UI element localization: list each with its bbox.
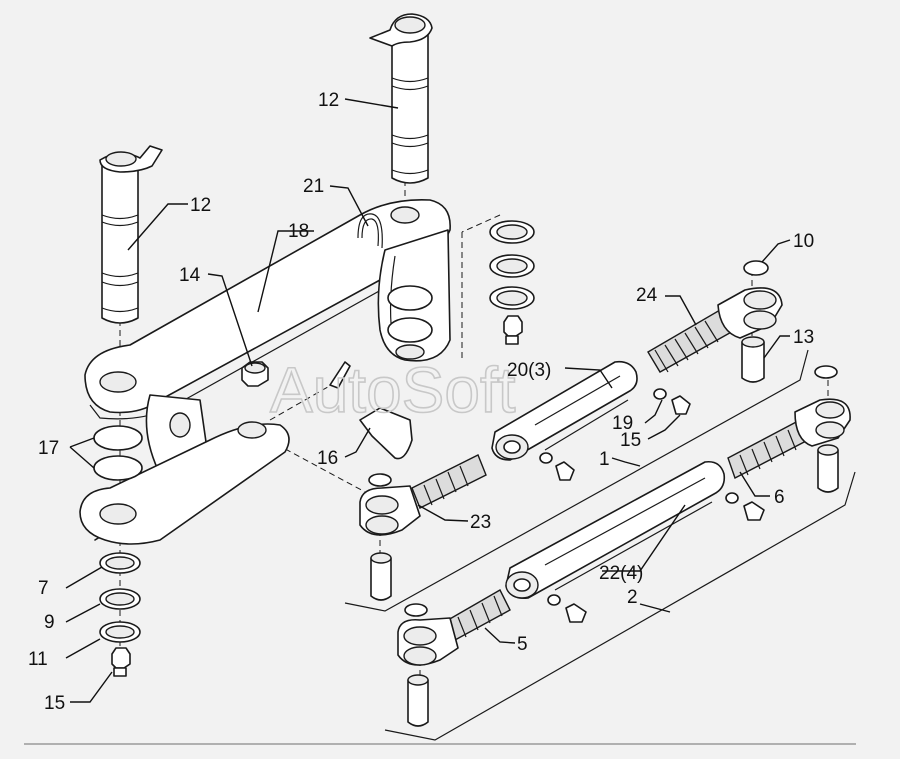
nut-14 [241,361,269,387]
assembly-brackets [344,349,856,741]
callout-7: 7 [38,578,49,599]
rings-right-lug [387,285,433,360]
callout-15-right: 15 [620,430,641,451]
clip-21 [357,213,383,249]
rings-17 [93,425,143,481]
callout-2: 2 [627,587,638,608]
callout-9: 9 [44,612,55,633]
callout-10: 10 [793,231,814,252]
callout-18: 18 [288,221,309,242]
pin-12-left [99,145,163,324]
callout-12-left: 12 [190,195,211,216]
stack-left-bottom [99,552,141,677]
callout-6: 6 [774,487,785,508]
tie-rod-end-23 [359,454,487,601]
callout-23: 23 [470,512,491,533]
callout-1: 1 [599,449,610,470]
callout-15-left: 15 [44,693,65,714]
callout-12-top: 12 [318,90,339,111]
callout-19: 19 [612,413,633,434]
callout-21: 21 [303,176,324,197]
callout-20: 20(3) [507,360,551,381]
callout-labels: 12 12 21 18 14 17 16 23 7 9 11 15 5 22(4… [28,90,814,714]
callout-11: 11 [28,649,48,670]
callout-16: 16 [317,448,338,469]
callout-17: 17 [38,438,59,459]
callout-5: 5 [517,634,528,655]
pin-12-top [369,13,433,184]
tie-rod-upper [491,260,783,481]
callout-24: 24 [636,285,658,306]
tie-rod-lower [397,460,765,727]
watermark: AutoSoft [270,354,516,426]
tie-rod-end-6 [727,365,851,493]
callout-14: 14 [179,265,201,286]
callout-13: 13 [793,327,814,348]
lock-plate-16 [329,361,413,460]
stack-right-top [489,220,535,345]
leader-lines [65,98,791,703]
callout-22: 22(4) [599,563,643,584]
